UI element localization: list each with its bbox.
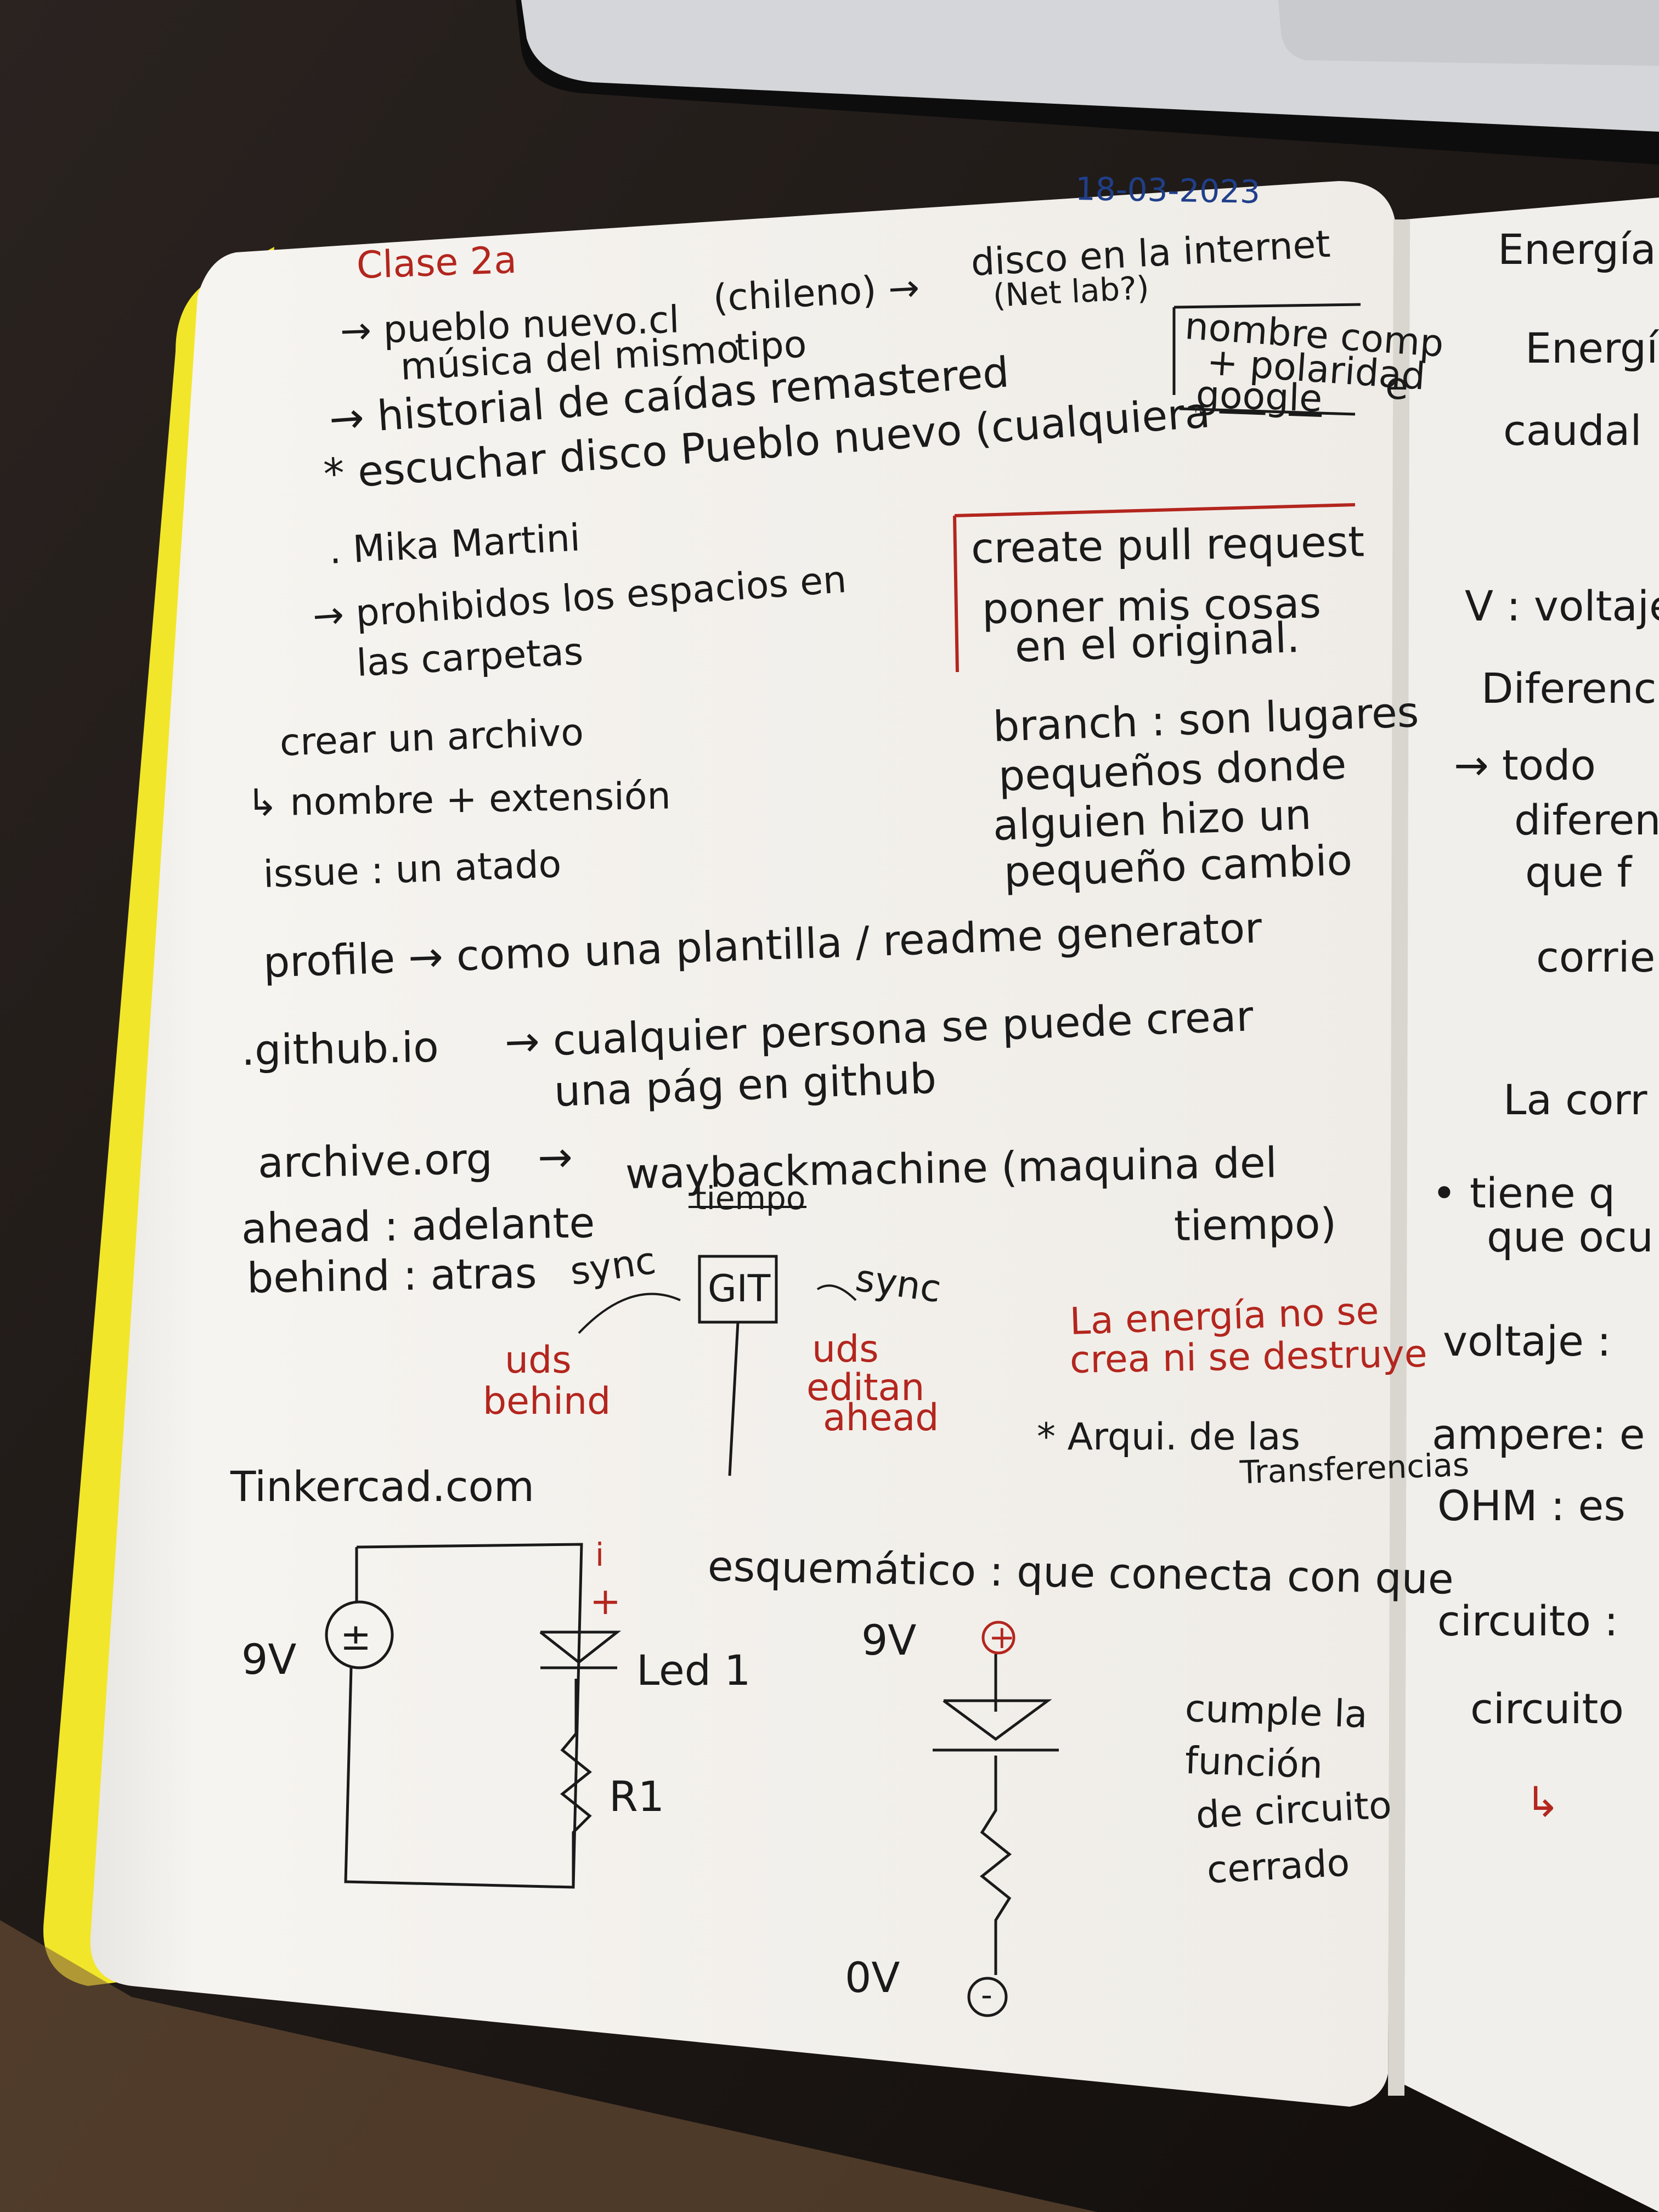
notebook-left-page (90, 181, 1397, 2107)
right-page-line: circuito (1470, 1684, 1624, 1733)
red-note: ahead (823, 1396, 939, 1440)
note-line: cumple la (1184, 1687, 1368, 1737)
circuit2-voltage: 9V (861, 1616, 917, 1664)
right-page-line: caudal (1503, 406, 1642, 455)
right-page-line: Energía (1498, 225, 1656, 274)
circuit1-source-symbol: ± (340, 1616, 371, 1659)
floor (0, 1920, 1097, 2212)
right-page-line: La corr (1503, 1075, 1647, 1124)
pull-box-line: create pull request (970, 517, 1365, 573)
note-line: tiempo) (1173, 1198, 1337, 1250)
note-line: ↳ nombre + extensión (246, 774, 672, 825)
note-line: → (537, 1132, 573, 1182)
laptop-trackpad (1278, 0, 1659, 66)
right-page-line: • tiene q (1432, 1169, 1615, 1217)
circuit1-plus: + (590, 1580, 621, 1623)
sync-right-arrow (816, 1284, 857, 1301)
note-line: archive.org (257, 1134, 493, 1187)
red-note: uds (812, 1328, 879, 1371)
circuit1-voltage: 9V (241, 1635, 297, 1684)
page-date: 18-03-2023 (1075, 170, 1261, 211)
circuit-one (325, 1543, 622, 1889)
circuit1-led-label: Led 1 (636, 1646, 751, 1695)
name-box-outline (1172, 303, 1361, 416)
red-note: crea ni se destruye (1069, 1332, 1428, 1382)
page-title: Clase 2a (356, 238, 518, 287)
arqui-note: * Arqui. de las (1037, 1415, 1300, 1459)
circuit1-current: i (595, 1536, 605, 1573)
red-note: behind (483, 1380, 611, 1423)
note-line: cerrado (1205, 1841, 1351, 1892)
page-gutter (1388, 219, 1410, 2096)
circuit2-minus-symbol: - (981, 1976, 992, 2013)
tiempo-label: tiempo (694, 1180, 806, 1217)
note-line: behind : atras (246, 1248, 538, 1302)
right-page-line: → todo (1454, 741, 1596, 789)
pull-box-line: en el original. (1014, 612, 1301, 672)
right-page-line: que f (1525, 848, 1632, 896)
name-box-line: google (1195, 373, 1323, 421)
git-timeline (728, 1322, 740, 1476)
right-page-line: ampere: e (1432, 1410, 1645, 1459)
right-page-line: que ocu (1487, 1212, 1654, 1261)
sync-left-arrow (578, 1293, 681, 1334)
notebook-right-page (1404, 198, 1659, 2212)
pull-request-box (953, 503, 1356, 673)
right-page-line: diferen (1514, 795, 1659, 844)
red-note: uds (505, 1339, 572, 1382)
tinkercad-link: Tinkercad.com (230, 1462, 535, 1511)
right-page-line: OHM : es (1437, 1481, 1626, 1530)
right-page-line: ↳ (1525, 1778, 1560, 1826)
circuit1-resistor-label: R1 (609, 1772, 665, 1821)
circuit2-ground: 0V (845, 1953, 900, 2002)
note-line: función (1184, 1739, 1324, 1787)
right-page-line: circuito : (1437, 1596, 1618, 1645)
right-page-line: Energía (1525, 324, 1659, 373)
red-note: editan (806, 1366, 925, 1409)
right-page-line: Diferencia (1481, 664, 1659, 713)
git-label: GIT (708, 1267, 771, 1311)
right-page-line: V : voltaje (1465, 582, 1659, 630)
right-page-line: voltaje : (1443, 1317, 1611, 1365)
note-line: ahead : adelante (241, 1198, 595, 1253)
e-mark: e (1385, 365, 1408, 408)
circuit-two (933, 1621, 1059, 2017)
note-line: .github.io (241, 1022, 439, 1075)
circuit2-plus-symbol: + (989, 1618, 1015, 1656)
right-page-line: corrie (1536, 933, 1656, 981)
